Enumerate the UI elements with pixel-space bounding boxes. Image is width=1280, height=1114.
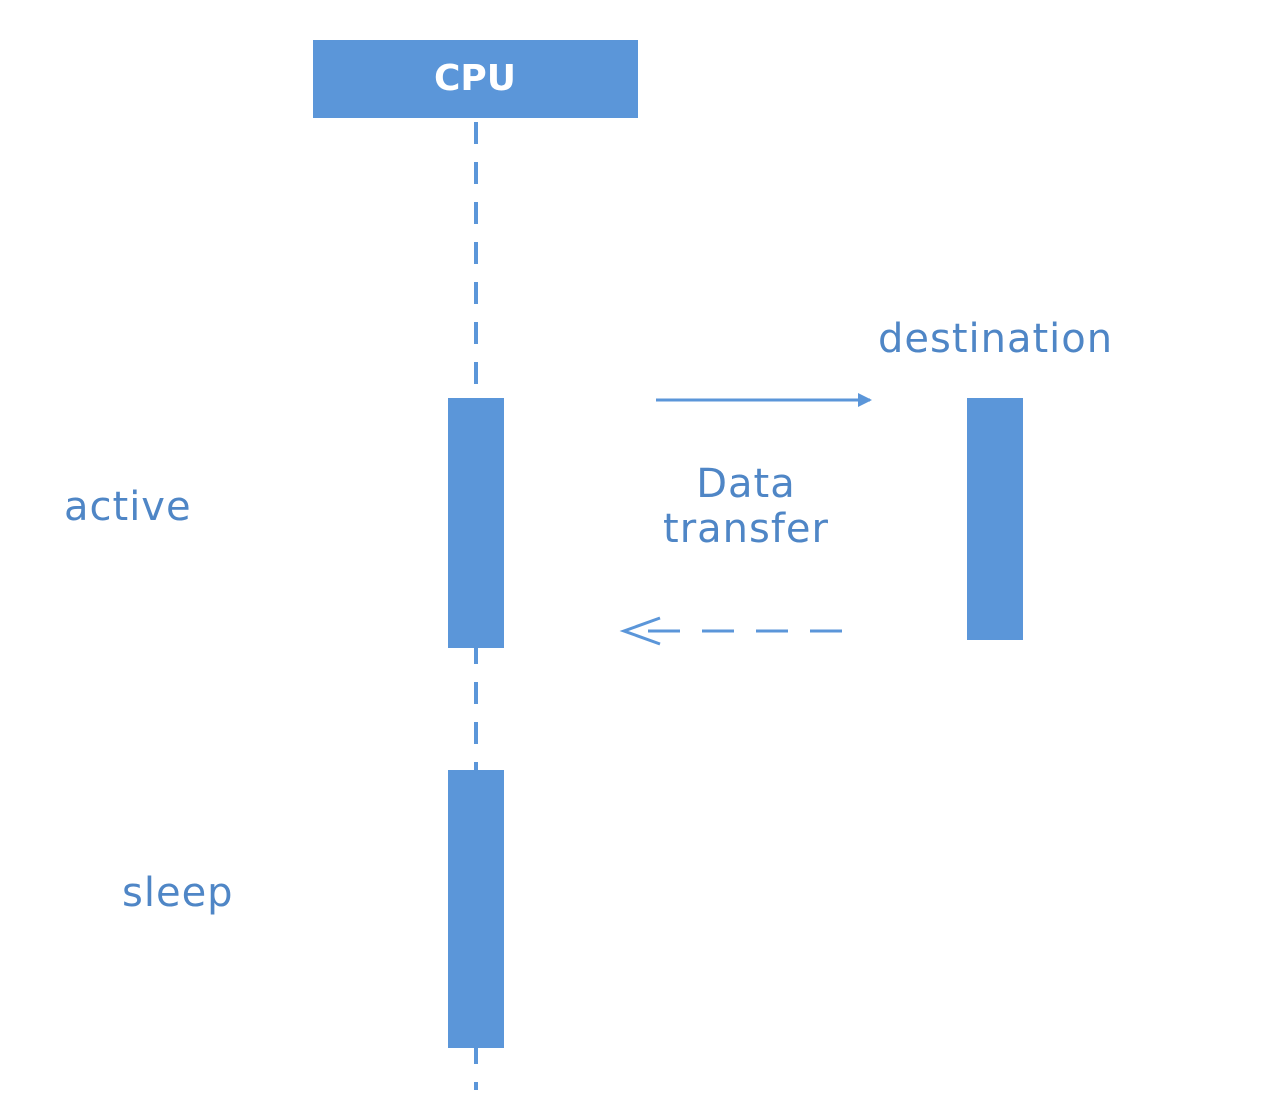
active-activation-bar: [448, 398, 504, 648]
return-arrowhead: [619, 616, 661, 646]
cpu-lifeline-header: [313, 40, 638, 118]
destination-activation-bar: [967, 398, 1023, 640]
cpu-label: CPU: [434, 58, 516, 99]
state-label-active: active: [64, 484, 192, 530]
sleep-activation-bar: [448, 770, 504, 1048]
message-label-line2: transfer: [663, 506, 829, 552]
destination-label: destination: [878, 316, 1113, 362]
state-label-sleep: sleep: [122, 870, 234, 916]
message-label-line1: Data: [696, 461, 796, 507]
